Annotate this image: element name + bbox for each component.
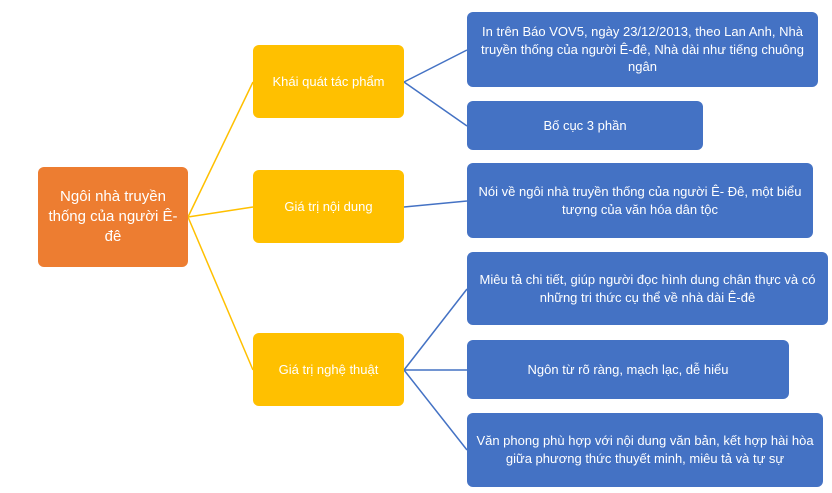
branch-label: Giá trị nội dung	[284, 198, 373, 214]
connector-branch-1-leaf-2	[403, 81, 468, 127]
leaf-label: Ngôn từ rõ ràng, mạch lạc, dễ hiểu	[527, 361, 729, 377]
branch-label: Khái quát tác phẩm	[272, 73, 385, 89]
connector-branch-1-leaf-1	[403, 49, 468, 83]
leaf-label: In trên Báo VOV5, ngày 23/12/2013, theo …	[481, 24, 804, 75]
connector-branch-3-leaf-1	[403, 288, 468, 371]
branch-node-artistic-value: Giá trị nghệ thuật	[253, 333, 404, 406]
root-label: Ngôi nhà truyền thống của người Ê-đê	[48, 187, 178, 246]
branch-label: Giá trị nghệ thuật	[278, 361, 379, 377]
leaf-node: Miêu tả chi tiết, giúp người đọc hình du…	[467, 252, 828, 325]
connector-branch-2-leaf-1	[403, 200, 468, 208]
connector-root-branch-2	[187, 206, 254, 218]
leaf-node: Bố cục 3 phần	[467, 101, 703, 150]
leaf-label: Văn phong phù hợp với nội dung văn bản, …	[476, 433, 814, 466]
leaf-node: Ngôn từ rõ ràng, mạch lạc, dễ hiểu	[467, 340, 789, 399]
leaf-label: Miêu tả chi tiết, giúp người đọc hình du…	[479, 271, 816, 305]
connector-root-branch-3	[187, 216, 254, 371]
root-node: Ngôi nhà truyền thống của người Ê-đê	[38, 167, 188, 267]
leaf-label: Bố cục 3 phần	[543, 117, 627, 133]
leaf-label: Nói về ngôi nhà truyền thống của người Ê…	[478, 183, 802, 217]
connector-branch-3-leaf-3	[403, 369, 468, 451]
leaf-node: In trên Báo VOV5, ngày 23/12/2013, theo …	[467, 12, 818, 87]
leaf-node: Văn phong phù hợp với nội dung văn bản, …	[467, 413, 823, 487]
branch-node-overview: Khái quát tác phẩm	[253, 45, 404, 118]
leaf-node: Nói về ngôi nhà truyền thống của người Ê…	[467, 163, 813, 238]
connector-root-branch-1	[187, 81, 254, 218]
branch-node-content-value: Giá trị nội dung	[253, 170, 404, 243]
